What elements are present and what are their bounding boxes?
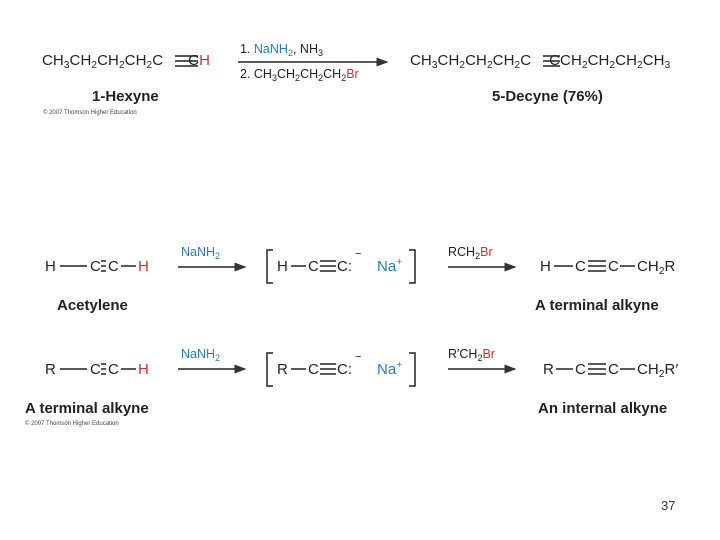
terminal-reactant-r: R [45,361,56,378]
reaction3-left-bracket [266,352,273,387]
terminal-product-ch2r: CH2R [637,258,676,277]
alkynide-c2: C: [337,361,353,378]
hexyne-triple-bond [175,55,198,67]
reaction2-alkyl-halide: RCH2Br [448,245,493,261]
terminal-product-triple-bond [588,260,606,272]
sodium-ion-2: Na+ [377,257,403,276]
alkynide-r: R [277,361,288,378]
acetylide-h: H [277,258,288,275]
decyne-triple-bond [543,55,560,67]
acetylene-ctc-bond [101,260,106,272]
terminal-product-c2: C [608,258,619,275]
reaction1-step1-reagents: 1. NaNH2, NH3 [240,42,323,58]
internal-product-r: R [543,361,554,378]
alkynide-charge: − [355,351,362,363]
reaction2-right-bracket [409,249,416,284]
terminal-reactant-triple-bond [101,363,106,375]
internal-product-c2: C [608,361,619,378]
terminal-product-c1: C [575,258,586,275]
reaction3-alkyl-halide: R′CH2Br [448,347,495,363]
reaction1-step2-reagents: 2. CH3CH2CH2CH2Br [240,67,359,83]
terminal-product-h: H [540,258,551,275]
terminal-alkyne-reactant-name: A terminal alkyne [25,400,149,417]
internal-alkyne-name: An internal alkyne [538,400,668,417]
sodium-ion-3: Na+ [377,360,403,379]
terminal-alkyne-name: A terminal alkyne [535,297,659,314]
acetylene-h-left: H [45,258,56,275]
alkynide-c1: C [308,361,319,378]
reaction3-base-reagent: NaNH2 [181,347,221,363]
internal-product-c1: C [575,361,586,378]
reaction3-right-bracket [409,352,416,387]
reaction2-base-reagent: NaNH2 [181,245,221,261]
copyright-top: © 2007 Thomson Higher Education [43,110,137,116]
copyright-bottom: © 2007 Thomson Higher Education [25,421,119,427]
acetylide-charge: − [355,248,362,260]
terminal-reactant-h: H [138,361,149,378]
acetylide-c1: C [308,258,319,275]
acetylene-c1: C [90,258,101,275]
alkynide-triple-bond [320,363,336,375]
acetylene-name: Acetylene [57,297,128,314]
terminal-reactant-c2: C [108,361,119,378]
acetylene-h-right: H [138,258,149,275]
internal-product-ch2r: CH2R′ [637,361,679,380]
page-number: 37 [661,498,676,513]
internal-product-triple-bond [588,363,606,375]
acetylide-triple-bond [320,260,336,272]
decyne-name: 5-Decyne (76%) [492,88,603,105]
reaction2-left-bracket [266,249,273,284]
hexyne-name: 1-Hexyne [92,88,159,105]
terminal-reactant-c1: C [90,361,101,378]
acetylide-c2: C: [337,258,353,275]
acetylene-c2: C [108,258,119,275]
